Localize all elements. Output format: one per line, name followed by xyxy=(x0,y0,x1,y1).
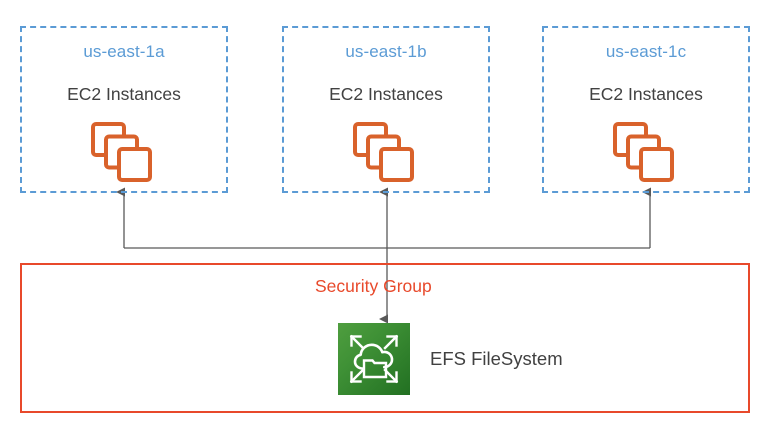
availability-zone-box-us-east-1a[interactable]: us-east-1a EC2 Instances xyxy=(20,26,228,193)
ec2-instances-label-us-east-1a: EC2 Instances xyxy=(67,84,181,104)
az-label-us-east-1a: us-east-1a xyxy=(83,42,165,61)
efs-filesystem-icon xyxy=(338,323,410,395)
efs-filesystem-label: EFS FileSystem xyxy=(430,348,563,369)
ec2-instances-icon xyxy=(90,121,158,183)
ec2-instances-label-us-east-1b: EC2 Instances xyxy=(329,84,443,104)
security-group-label: Security Group xyxy=(315,276,432,296)
availability-zone-box-us-east-1b[interactable]: us-east-1b EC2 Instances xyxy=(282,26,490,193)
availability-zone-box-us-east-1c[interactable]: us-east-1c EC2 Instances xyxy=(542,26,750,193)
az-label-us-east-1b: us-east-1b xyxy=(345,42,427,61)
ec2-instances-label-us-east-1c: EC2 Instances xyxy=(589,84,703,104)
security-group-box[interactable] xyxy=(20,263,750,413)
ec2-instances-icon xyxy=(612,121,680,183)
az-label-us-east-1c: us-east-1c xyxy=(605,42,687,61)
ec2-instances-icon xyxy=(352,121,420,183)
